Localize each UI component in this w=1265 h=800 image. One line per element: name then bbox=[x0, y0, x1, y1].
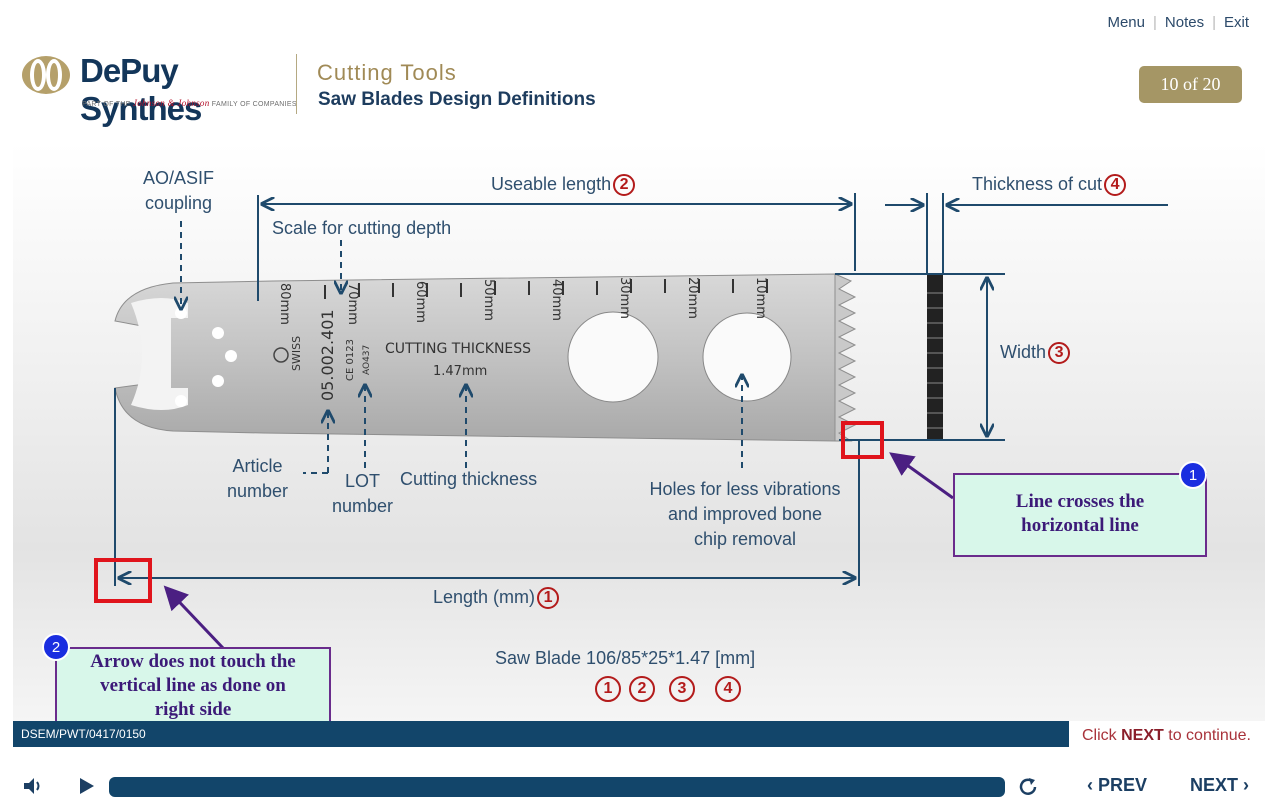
menu-link[interactable]: Menu bbox=[1107, 14, 1145, 31]
highlight-box-2 bbox=[94, 558, 152, 603]
play-icon[interactable] bbox=[78, 777, 96, 795]
page-subtitle: Saw Blades Design Definitions bbox=[318, 89, 596, 110]
coupling-cutout bbox=[131, 298, 188, 410]
logo-mark-icon bbox=[22, 56, 70, 94]
svg-text:SWISS: SWISS bbox=[290, 336, 303, 371]
number-badge: 3 bbox=[669, 676, 695, 702]
highlight-box-1 bbox=[841, 421, 884, 459]
svg-text:CE 0123: CE 0123 bbox=[345, 339, 356, 381]
svg-text:CUTTING THICKNESS: CUTTING THICKNESS bbox=[385, 341, 531, 357]
svg-text:1.47mm: 1.47mm bbox=[433, 364, 487, 379]
logo-text: DePuy Synthes bbox=[80, 52, 202, 127]
svg-text:20mm: 20mm bbox=[685, 277, 700, 319]
cutting-thickness-label: Cutting thickness bbox=[400, 469, 538, 489]
callout-1-number: 1 bbox=[1179, 461, 1207, 489]
svg-text:80mm: 80mm bbox=[277, 283, 292, 325]
svg-text:70mm: 70mm bbox=[345, 283, 360, 325]
saw-blade-spec: Saw Blade 106/85*25*1.47 [mm] bbox=[495, 648, 756, 668]
notes-link[interactable]: Notes bbox=[1164, 14, 1205, 31]
number-3-badge: 3 bbox=[1048, 342, 1071, 365]
number-2-badge: 2 bbox=[613, 174, 636, 197]
number-badge: 1 bbox=[595, 676, 621, 702]
page-title: Cutting Tools bbox=[317, 60, 457, 85]
header-divider bbox=[296, 54, 297, 114]
saw-blade-diagram: 80mm 70mm 60mm 50mm 40mm 30mm 20mm 10mm … bbox=[114, 193, 1168, 650]
number-badge: 4 bbox=[715, 676, 741, 702]
company-logo: DePuy Synthes PART OF THE Johnson & John… bbox=[20, 52, 297, 127]
volume-icon[interactable] bbox=[22, 776, 44, 796]
number-badge: 2 bbox=[629, 676, 655, 702]
svg-text:30mm: 30mm bbox=[617, 277, 632, 319]
next-button[interactable]: NEXT › bbox=[1190, 775, 1250, 795]
exit-link[interactable]: Exit bbox=[1223, 14, 1249, 31]
replay-icon[interactable] bbox=[1017, 776, 1039, 798]
logo-tagline: PART OF THE Johnson & Johnson FAMILY OF … bbox=[82, 98, 297, 108]
diagram-area: 80mm 70mm 60mm 50mm 40mm 30mm 20mm 10mm … bbox=[13, 143, 1265, 721]
svg-text:10mm: 10mm bbox=[753, 277, 768, 319]
chevron-left-icon: ‹ bbox=[1087, 775, 1093, 795]
chevron-right-icon: › bbox=[1243, 775, 1250, 795]
blade-teeth bbox=[834, 273, 857, 442]
footer-code-bar: DSEM/PWT/0417/0150 bbox=[13, 721, 1069, 747]
number-1-badge: 1 bbox=[537, 587, 560, 610]
separator: | bbox=[1212, 14, 1216, 31]
page-counter-badge: 10 of 20 bbox=[1139, 66, 1242, 103]
length-label: Length (mm)1 bbox=[433, 587, 560, 610]
svg-text:AO437: AO437 bbox=[362, 345, 372, 375]
progress-bar[interactable] bbox=[109, 777, 1005, 797]
number-4-badge: 4 bbox=[1104, 174, 1127, 197]
dimension-number-badges: 1 2 3 4 bbox=[593, 676, 741, 702]
svg-text:40mm: 40mm bbox=[549, 279, 564, 321]
separator: | bbox=[1152, 14, 1157, 31]
svg-text:60mm: 60mm bbox=[413, 281, 428, 323]
top-links: Menu | Notes | Exit bbox=[1107, 14, 1249, 31]
svg-text:50mm: 50mm bbox=[481, 279, 496, 321]
svg-text:05.002.401: 05.002.401 bbox=[318, 309, 337, 401]
click-next-hint: Click NEXT to continue. bbox=[1082, 727, 1251, 744]
scale-label: Scale for cutting depth bbox=[272, 218, 452, 238]
callout-2-number: 2 bbox=[42, 633, 70, 661]
prev-button[interactable]: ‹ PREV bbox=[1087, 775, 1148, 795]
